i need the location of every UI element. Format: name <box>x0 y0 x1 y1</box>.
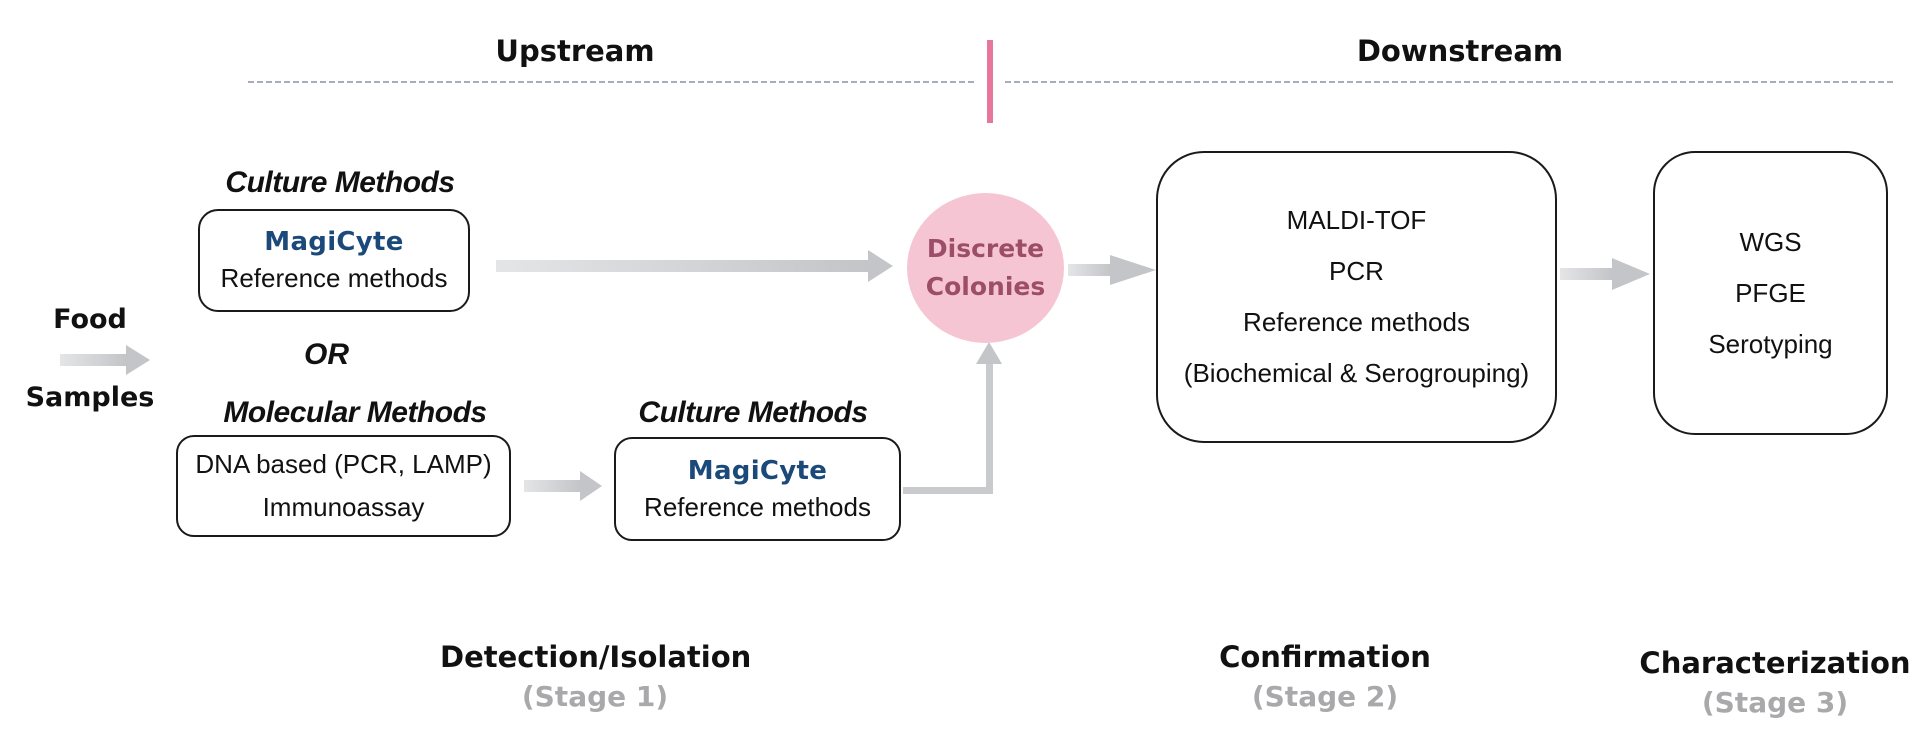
serotyping-label: Serotyping <box>1708 328 1833 359</box>
pcr-label: PCR <box>1329 256 1384 286</box>
confirmation-methods-box: MALDI-TOF PCR Reference methods (Biochem… <box>1156 151 1557 443</box>
discrete-label: Discrete <box>926 234 1045 263</box>
molecular-methods-box: DNA based (PCR, LAMP) Immunoassay <box>176 435 511 537</box>
dna-based-label: DNA based (PCR, LAMP) <box>195 449 492 479</box>
discrete-colonies-node: Discrete Colonies <box>907 193 1064 343</box>
culture-to-colonies-arrow <box>496 250 893 282</box>
stage-2-title: Confirmation <box>1219 640 1431 674</box>
culture-methods-box-top: MagiCyte Reference methods <box>198 209 470 312</box>
colonies-label: Colonies <box>925 272 1046 301</box>
immunoassay-label: Immunoassay <box>262 492 425 522</box>
wgs-label: WGS <box>1739 226 1802 257</box>
stage-3-title: Characterization <box>1639 646 1911 680</box>
stage-3-subtitle: (Stage 3) <box>1701 686 1849 719</box>
food-label: Food <box>53 304 127 335</box>
magicyte-logo: MagiCyte <box>264 227 404 257</box>
culture-methods-box-bottom: MagiCyte Reference methods <box>614 437 901 541</box>
confirmation-to-characterization-arrow <box>1560 258 1650 290</box>
downstream-header: Downstream <box>1356 34 1564 68</box>
culture-bottom-to-colonies-arrow <box>903 342 1002 494</box>
reference-methods-label: Reference methods <box>1243 307 1470 337</box>
maldi-tof-label: MALDI-TOF <box>1286 205 1427 235</box>
samples-label: Samples <box>25 382 155 413</box>
stage-1-title: Detection/Isolation <box>440 640 752 674</box>
culture-methods-title-bottom: Culture Methods <box>638 396 868 429</box>
colonies-to-confirmation-arrow <box>1068 255 1156 285</box>
biochemical-serogrouping-label: (Biochemical & Serogrouping) <box>1183 358 1530 388</box>
pfge-label: PFGE <box>1735 277 1806 308</box>
section-divider <box>987 40 993 123</box>
molecular-to-culture-arrow <box>524 471 602 501</box>
magicyte-logo: MagiCyte <box>687 455 828 486</box>
upstream-header: Upstream <box>495 34 655 68</box>
culture-method-label: Reference methods <box>220 263 448 293</box>
molecular-methods-title: Molecular Methods <box>223 396 487 429</box>
culture-methods-title-top: Culture Methods <box>225 166 455 199</box>
or-label: OR <box>304 338 349 371</box>
characterization-methods-box: WGS PFGE Serotyping <box>1653 151 1888 435</box>
stage-1-subtitle: (Stage 1) <box>521 680 669 713</box>
stage-2-subtitle: (Stage 2) <box>1251 680 1399 713</box>
culture-method-label: Reference methods <box>644 491 871 522</box>
food-arrow <box>60 345 150 375</box>
